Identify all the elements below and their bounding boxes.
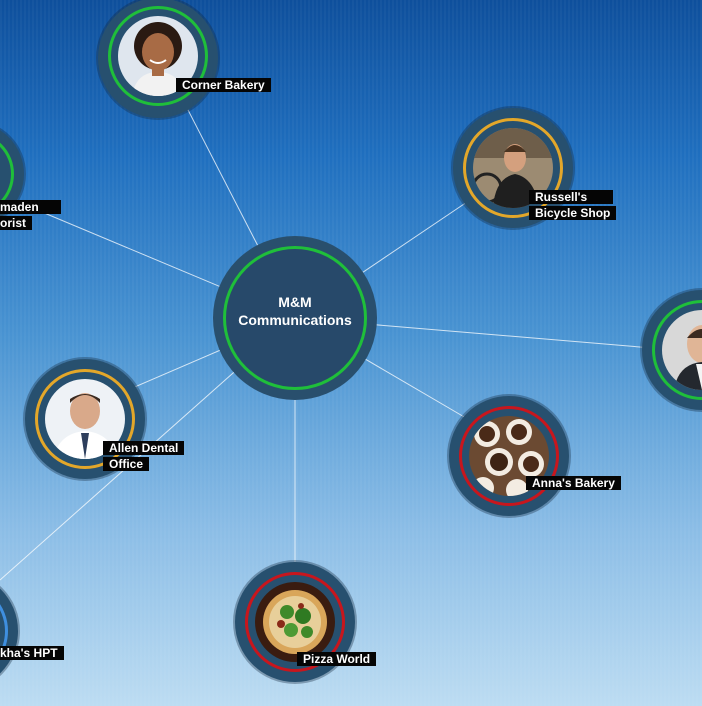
node-russells-bicycle-shop[interactable]: Russell's Bicycle Shop [453,108,617,228]
node-allen-dental-office[interactable]: Allen Dental Office [25,359,185,479]
status-ring [35,369,135,469]
cupcakes-icon [469,416,549,496]
node-label-line2: Office [103,457,150,471]
hub-label-line1: M&M [278,294,312,310]
node-label: Corner Bakery [176,78,271,92]
hub-node[interactable]: M&M Communications [213,236,377,400]
hub-ring [223,246,367,390]
node-madden-label-2: orist [0,216,33,230]
node-label-line1: Russell's [529,190,613,204]
status-ring [108,6,208,106]
status-ring [463,118,563,218]
status-ring [0,582,8,680]
node-label-line2: Bicycle Shop [529,206,617,220]
avatar-woman-icon [118,16,198,96]
status-ring [459,406,559,506]
node-label-line1: Allen Dental [103,441,185,455]
avatar-man-dentist-icon [45,379,125,459]
node-rekhas-label: kha's HPT [0,646,64,660]
node-label: Anna's Bakery [526,476,621,490]
node-pizza-world[interactable]: Pizza World [235,562,377,682]
node-corner-bakery[interactable]: Corner Bakery [98,0,271,118]
status-ring [245,572,345,672]
pizza-icon [255,582,335,662]
node-label: Pizza World [297,652,377,666]
node-annas-bakery[interactable]: Anna's Bakery [449,396,621,516]
hub-label-line2: Communications [238,312,352,328]
hub-label: M&M Communications [223,293,367,329]
node-madden-label-1: maden [0,200,61,214]
